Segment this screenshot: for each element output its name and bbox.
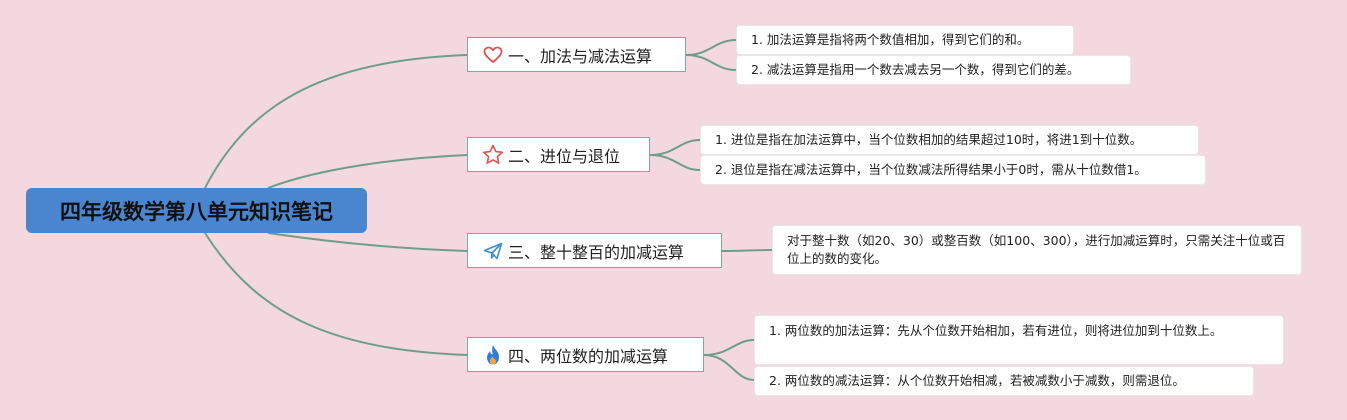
- branch-2-title: 二、进位与退位: [508, 146, 621, 166]
- connector-root-topic-4: [204, 232, 468, 356]
- root-topic[interactable]: 四年级数学第八单元知识笔记: [26, 188, 367, 233]
- branch-2-item-2[interactable]: 2. 退位是指在减法运算中，当个位数减法所得结果小于0时，需从十位数借1。: [700, 155, 1206, 185]
- branch-2-topic[interactable]: 二、进位与退位: [467, 137, 650, 172]
- branch-3-item-1[interactable]: 对于整十数（如20、30）或整百数（如100、300），进行加减运算时，只需关注…: [772, 225, 1302, 275]
- connector-root-topic-2: [267, 154, 468, 189]
- connector-topic-2-leaf-1: [649, 139, 701, 156]
- heart-icon: [482, 44, 504, 66]
- connector-root-topic-3: [267, 232, 468, 252]
- branch-4-topic[interactable]: 四、两位数的加减运算: [467, 337, 704, 372]
- branch-1-item-1[interactable]: 1. 加法运算是指将两个数值相加，得到它们的和。: [736, 25, 1074, 55]
- connector-topic-1-leaf-1: [685, 39, 737, 56]
- branch-1-topic[interactable]: 一、加法与减法运算: [467, 37, 686, 72]
- connector-topic-4-leaf-1: [703, 339, 755, 356]
- branch-4-item-1[interactable]: 1. 两位数的加法运算：先从个位数开始相加，若有进位，则将进位加到十位数上。: [754, 315, 1284, 365]
- connector-topic-4-leaf-2: [703, 354, 755, 381]
- star-icon: [482, 144, 504, 166]
- connector-topic-2-leaf-2: [649, 154, 701, 171]
- connector-root-topic-1: [204, 54, 468, 189]
- fire-icon: [482, 344, 504, 366]
- connector-topic-1-leaf-2: [685, 54, 737, 71]
- branch-1-item-2[interactable]: 2. 减法运算是指用一个数去减去另一个数，得到它们的差。: [736, 55, 1131, 85]
- branch-4-item-2[interactable]: 2. 两位数的减法运算：从个位数开始相减，若被减数小于减数，则需退位。: [754, 366, 1254, 396]
- branch-1-title: 一、加法与减法运算: [508, 46, 653, 66]
- paper-plane-icon: [482, 240, 504, 262]
- branch-3-topic[interactable]: 三、整十整百的加减运算: [467, 233, 722, 268]
- connector-topic-3-leaf-1: [721, 249, 773, 252]
- branch-4-title: 四、两位数的加减运算: [508, 346, 669, 366]
- branch-3-title: 三、整十整百的加减运算: [508, 242, 685, 262]
- branch-2-item-1[interactable]: 1. 进位是指在加法运算中，当个位数相加的结果超过10时，将进1到十位数。: [700, 125, 1199, 155]
